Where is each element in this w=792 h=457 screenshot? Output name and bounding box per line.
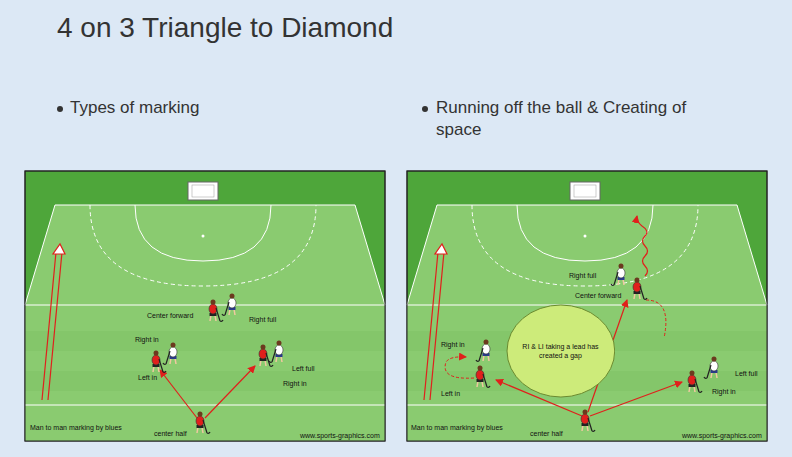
player-label: Left in (441, 390, 460, 398)
player-label: Right in (712, 388, 736, 396)
player-label: Left full (735, 370, 758, 378)
player-label: Left in (138, 374, 157, 382)
bullet-dot (57, 106, 63, 112)
gap-note: RI & LI taking a lead has created a gap (521, 342, 600, 360)
bullet-text: Running off the ball & Creating of space (436, 97, 698, 141)
bullet-dot (422, 106, 428, 112)
player-label: Right in (441, 341, 465, 349)
slide-title: 4 on 3 Triangle to Diamond (57, 12, 393, 44)
player-label: Left full (292, 365, 315, 373)
player-label: Right in (135, 336, 159, 344)
field-note: Man to man marking by blues (30, 424, 122, 432)
gap-oval: RI & LI taking a lead has created a gap (506, 304, 616, 398)
watermark: www.sports-graphics.com (682, 432, 762, 440)
player-label: center half (530, 430, 563, 438)
player-label: Center forward (147, 312, 193, 320)
player-label: center half (154, 430, 187, 438)
field-note: Man to man marking by blues (411, 424, 503, 432)
player-label: Right full (569, 272, 596, 280)
player-label: Center forward (575, 292, 621, 300)
oval-text-holder: RI & LI taking a lead has created a gap (506, 304, 616, 398)
player-label: Right in (283, 380, 307, 388)
bullet-text: Types of marking (70, 97, 370, 119)
watermark: www.sports-graphics.com (300, 432, 380, 440)
player-label: Right full (249, 316, 276, 324)
